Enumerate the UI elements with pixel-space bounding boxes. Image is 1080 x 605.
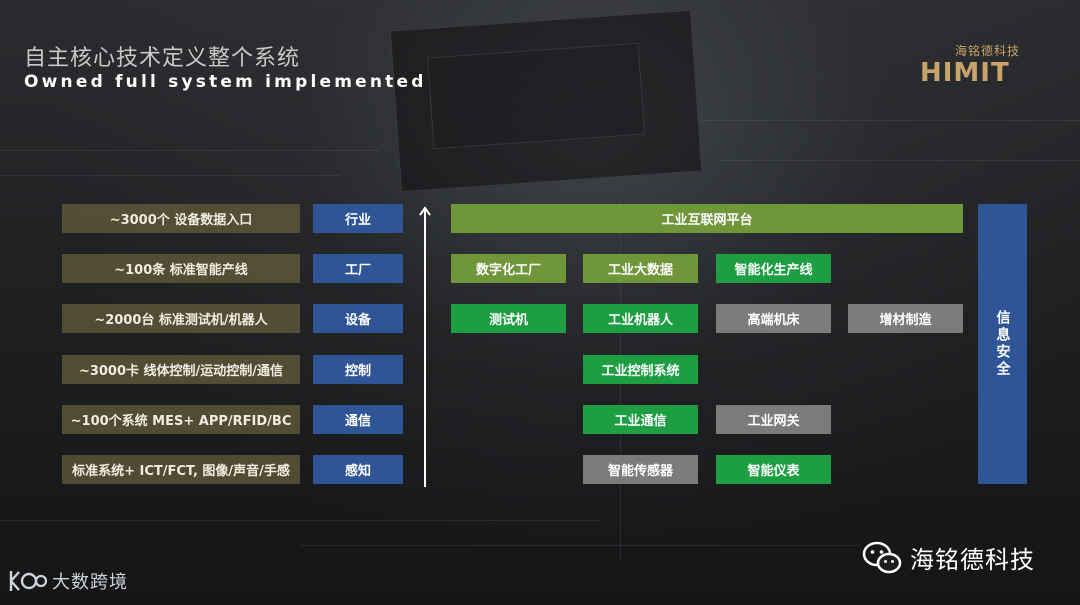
wechat-watermark: 海铭德科技 xyxy=(862,540,1035,575)
circuit-trace xyxy=(0,150,380,151)
module-industrial-communication: 工业通信 xyxy=(583,405,698,434)
circuit-trace xyxy=(720,160,1080,161)
upward-arrow-icon xyxy=(419,206,431,487)
circuit-trace xyxy=(0,175,340,176)
module-smart-production-line: 智能化生产线 xyxy=(716,254,831,283)
module-industrial-robot: 工业机器人 xyxy=(583,304,698,333)
layer-factory: 工厂 xyxy=(313,254,403,283)
wechat-icon xyxy=(862,541,902,573)
layer-industry: 行业 xyxy=(313,204,403,233)
stat-equipment: ~2000台 标准测试机/机器人 xyxy=(62,304,300,333)
information-security-label: 信息安全 xyxy=(994,310,1011,378)
brand-logo: 海铭德科技 HIMIT xyxy=(920,42,1020,86)
layer-sensing: 感知 xyxy=(313,455,403,484)
module-industrial-gateway: 工业网关 xyxy=(716,405,831,434)
module-industrial-big-data: 工业大数据 xyxy=(583,254,698,283)
stat-sensing: 标准系统+ ICT/FCT, 图像/声音/手感 xyxy=(62,455,300,484)
layer-communication: 通信 xyxy=(313,405,403,434)
module-high-end-machine-tool: 高端机床 xyxy=(716,304,831,333)
information-security-bar: 信息安全 xyxy=(978,204,1027,484)
module-industrial-control-system: 工业控制系统 xyxy=(583,355,698,384)
page-title-cn: 自主核心技术定义整个系统 xyxy=(24,46,301,71)
circuit-trace xyxy=(700,120,1080,121)
layer-control: 控制 xyxy=(313,355,403,384)
stat-industry: ~3000个 设备数据入口 xyxy=(62,204,300,233)
stat-factory: ~100条 标准智能产线 xyxy=(62,254,300,283)
wechat-account-name: 海铭德科技 xyxy=(910,546,1035,574)
site-watermark: 大数跨境 xyxy=(8,568,128,594)
layer-equipment: 设备 xyxy=(313,304,403,333)
circuit-trace xyxy=(300,545,860,546)
platform-industrial-internet: 工业互联网平台 xyxy=(451,204,963,233)
brand-logo-en: HIMIT xyxy=(920,58,1010,88)
site-logo-icon xyxy=(9,571,48,591)
page-title-en: Owned full system implemented xyxy=(24,72,427,92)
site-logo-text: 大数跨境 xyxy=(52,572,128,593)
module-additive-manufacturing: 增材制造 xyxy=(848,304,963,333)
chip-core-decoration xyxy=(427,42,645,150)
module-test-machine: 测试机 xyxy=(451,304,566,333)
module-smart-instrument: 智能仪表 xyxy=(716,455,831,484)
module-digital-factory: 数字化工厂 xyxy=(451,254,566,283)
stat-control: ~3000卡 线体控制/运动控制/通信 xyxy=(62,355,300,384)
brand-logo-cn: 海铭德科技 xyxy=(954,44,1020,58)
stat-communication: ~100个系统 MES+ APP/RFID/BC xyxy=(62,405,300,434)
module-smart-sensor: 智能传感器 xyxy=(583,455,698,484)
circuit-trace xyxy=(0,520,600,521)
